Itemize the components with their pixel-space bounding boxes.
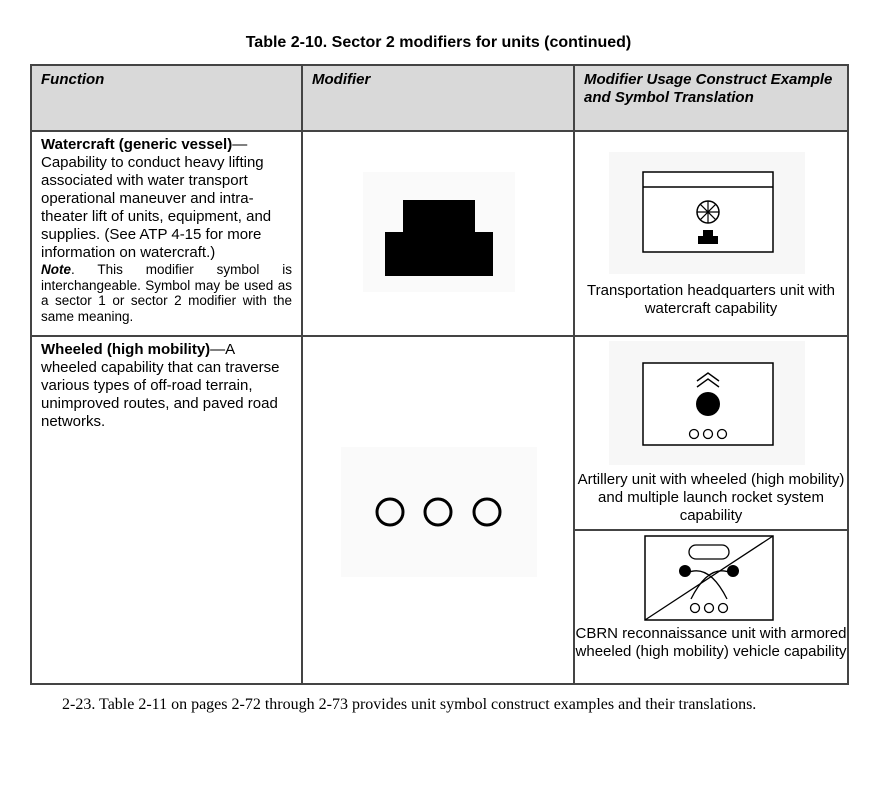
header-modifier: Modifier [301,64,575,132]
transportation-hq-watercraft-icon [609,152,805,274]
header-function: Function [30,64,303,132]
example-caption: Transportation headquarters unit with wa… [587,282,835,317]
example-caption: CBRN reconnaissance unit with armored wh… [575,625,847,660]
usage-cell-wheeled: Artillery unit with wheeled (high mobili… [573,335,849,685]
function-description: wheeled capability that can traverse var… [41,359,280,430]
example-artillery: Artillery unit with wheeled (high mobili… [575,337,847,531]
function-title: Wheeled (high mobility)—A [41,341,235,358]
artillery-mlrs-wheeled-icon [609,341,805,465]
function-description: Capability to conduct heavy lifting asso… [41,154,272,261]
wheeled-high-mobility-symbol-icon [341,447,537,577]
cbrn-recon-armored-wheeled-icon [644,535,774,621]
header-usage: Modifier Usage Construct Example and Sym… [573,64,849,132]
header-row: Function Modifier Modifier Usage Constru… [30,64,849,132]
table-title: Table 2-10. Sector 2 modifiers for units… [245,34,632,51]
note: Note. This modifier symbol is interchang… [41,262,292,324]
example-caption: Artillery unit with wheeled (high mobili… [577,471,845,524]
table-row-wheeled: Wheeled (high mobility)—A wheeled capabi… [30,335,849,685]
modifier-cell-wheeled [301,335,575,685]
modifiers-table: Function Modifier Modifier Usage Constru… [30,64,849,685]
function-cell-wheeled: Wheeled (high mobility)—A wheeled capabi… [30,335,303,685]
example-cbrn: CBRN reconnaissance unit with armored wh… [575,531,847,681]
function-cell-watercraft: Watercraft (generic vessel)— Capability … [30,130,303,337]
watercraft-symbol-icon [363,172,515,292]
function-title: Watercraft (generic vessel)— [41,136,248,153]
table-row-watercraft: Watercraft (generic vessel)— Capability … [30,130,849,337]
note-text: . This modifier symbol is interchangeabl… [41,262,292,324]
note-label: Note [41,262,71,277]
modifier-cell-watercraft [301,130,575,337]
usage-cell-watercraft: Transportation headquarters unit with wa… [573,130,849,337]
footer-paragraph: 2-23. Table 2-11 on pages 2-72 through 2… [62,696,757,713]
